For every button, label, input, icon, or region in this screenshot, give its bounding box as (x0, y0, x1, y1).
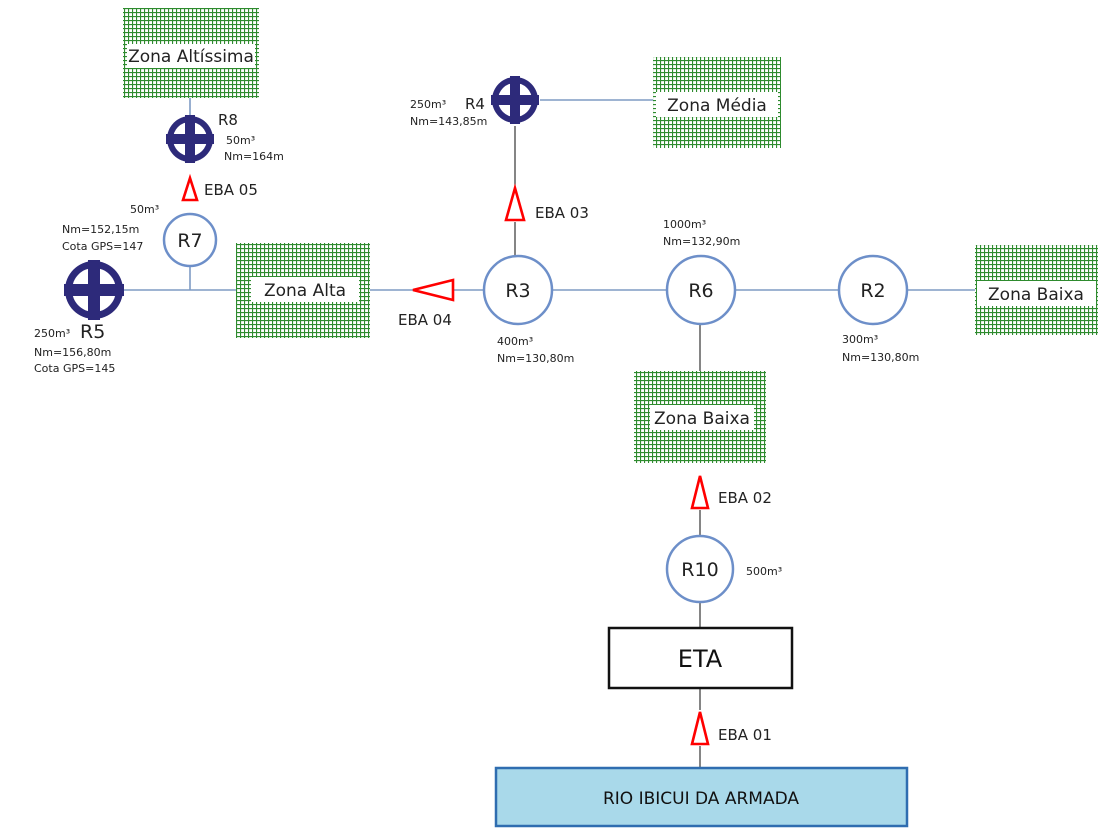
r3-name: R3 (505, 280, 530, 302)
reservoir-r10: R10 500m³ (665, 534, 782, 604)
eta-box: ETA (607, 626, 794, 690)
pump-triangle-icon (412, 278, 455, 302)
r7-nm: Nm=152,15m (62, 223, 139, 236)
reservoir-r6: R6 1000m³ Nm=132,90m (663, 218, 740, 326)
r5-name: R5 (80, 321, 105, 343)
r4-nm: Nm=143,85m (410, 115, 487, 128)
zone-media: Zona Média (653, 57, 781, 148)
reservoir-r3: R3 400m³ Nm=130,80m (482, 254, 574, 365)
r3-volume: 400m³ (497, 335, 533, 348)
zone-altissima-label: Zona Altíssima (128, 47, 254, 67)
elevated-reservoir-icon (64, 260, 124, 320)
zone-media-label: Zona Média (667, 96, 767, 116)
elevated-reservoir-r5: 250m³ R5 Nm=156,80m Cota GPS=145 (34, 260, 124, 375)
elevated-reservoir-r8: R8 50m³ Nm=164m (166, 111, 284, 163)
reservoir-circle (665, 254, 737, 326)
r2-name: R2 (860, 280, 885, 302)
zone-baixa-right-label: Zona Baixa (988, 285, 1084, 305)
zone-baixa-center: Zona Baixa (634, 371, 766, 463)
zone-baixa-right-label-bg (977, 281, 1096, 306)
r2-volume: 300m³ (842, 333, 878, 346)
elevated-reservoir-r4: 250m³ R4 Nm=143,85m (410, 76, 539, 128)
r4-name: R4 (465, 95, 485, 113)
zone-altissima: Zona Altíssima (123, 8, 259, 98)
zone-baixa-right: Zona Baixa (975, 245, 1098, 335)
r5-volume: 250m³ (34, 327, 70, 340)
river-label: RIO IBICUI DA ARMADA (603, 789, 799, 809)
eba04-label: EBA 04 (398, 311, 452, 329)
eba03-label: EBA 03 (535, 204, 589, 222)
r2-nm: Nm=130,80m (842, 351, 919, 364)
pump-triangle-icon (690, 475, 710, 510)
eba02-label: EBA 02 (718, 489, 772, 507)
pump-eba02: EBA 02 (690, 475, 772, 510)
r6-nm: Nm=132,90m (663, 235, 740, 248)
zone-alta: Zona Alta (236, 243, 370, 338)
r5-nm: Nm=156,80m (34, 346, 111, 359)
reservoir-circle (162, 212, 218, 268)
r10-volume: 500m³ (746, 565, 782, 578)
r10-name: R10 (681, 559, 718, 581)
pump-eba05: EBA 05 (181, 173, 258, 202)
r7-volume: 50m³ (130, 203, 159, 216)
pump-eba04: EBA 04 (398, 278, 455, 329)
elevated-reservoir-icon (166, 115, 214, 163)
eta-rect (607, 626, 794, 690)
r8-nm: Nm=164m (224, 150, 284, 163)
river-box: RIO IBICUI DA ARMADA (494, 766, 909, 828)
reservoir-circle (665, 534, 735, 604)
elevated-reservoir-icon (491, 76, 539, 124)
zone-media-label-bg (656, 92, 778, 117)
zone-baixa-center-label-bg (650, 405, 754, 430)
river-rect (494, 766, 909, 828)
reservoir-circle (837, 254, 909, 326)
r4-volume: 250m³ (410, 98, 446, 111)
pump-eba03: EBA 03 (504, 183, 589, 222)
r7-name: R7 (177, 230, 202, 252)
r6-name: R6 (688, 280, 713, 302)
zone-altissima-label-bg (127, 44, 255, 68)
zone-alta-label: Zona Alta (264, 281, 346, 301)
r6-volume: 1000m³ (663, 218, 706, 231)
r8-name: R8 (218, 111, 238, 129)
zone-baixa-center-label: Zona Baixa (654, 409, 750, 429)
eba05-label: EBA 05 (204, 181, 258, 199)
r8-volume: 50m³ (226, 134, 255, 147)
pump-triangle-icon (181, 173, 199, 202)
r3-nm: Nm=130,80m (497, 352, 574, 365)
reservoir-circle (482, 254, 554, 326)
reservoir-r7: R7 50m³ Nm=152,15m Cota GPS=147 (62, 203, 218, 268)
eta-label: ETA (678, 645, 723, 673)
eba01-label: EBA 01 (718, 726, 772, 744)
pump-triangle-icon (504, 183, 526, 222)
pump-triangle-icon (690, 711, 710, 746)
r5-cota: Cota GPS=145 (34, 362, 115, 375)
pump-eba01: EBA 01 (690, 711, 772, 746)
r7-cota: Cota GPS=147 (62, 240, 143, 253)
reservoir-r2: R2 300m³ Nm=130,80m (837, 254, 919, 364)
zone-alta-label-bg (251, 277, 359, 302)
